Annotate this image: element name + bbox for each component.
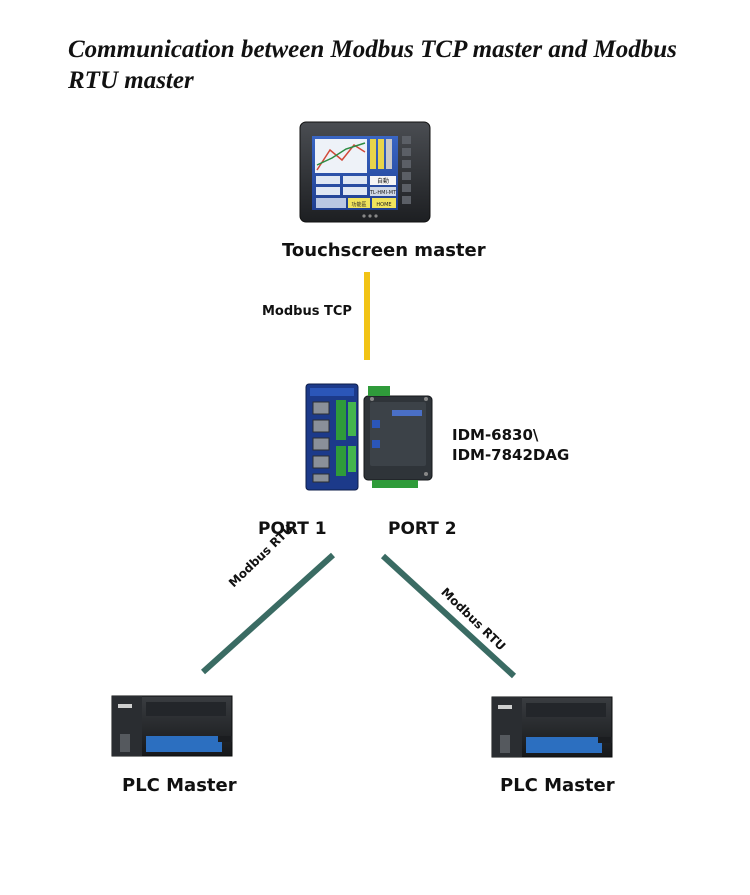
converter-model-line2: IDM-7842DAG	[452, 446, 570, 464]
touchscreen-hmi	[299, 121, 431, 223]
modbus-rtu-link-left	[200, 552, 336, 675]
hmi-button-4: HOME	[376, 202, 391, 208]
plc-device-left	[111, 695, 233, 757]
converter-device	[305, 383, 433, 491]
modbus-tcp-label: Modbus TCP	[262, 304, 352, 319]
modbus-rtu-link-right	[380, 553, 517, 679]
hmi-button-3: 功能區	[351, 201, 366, 208]
converter-model-line1: IDM-6830\	[452, 426, 539, 444]
hmi-button-2: TL-HMI-MT	[369, 190, 397, 196]
plc-master-label-right: PLC Master	[500, 775, 615, 796]
diagram-title: Communication between Modbus TCP master …	[68, 36, 677, 94]
plc-device-right	[491, 696, 613, 758]
hmi-button-1: 自動	[377, 177, 389, 185]
touchscreen-label: Touchscreen master	[282, 240, 486, 261]
port-1-label: PORT 1	[258, 519, 327, 539]
port-2-label: PORT 2	[388, 519, 457, 539]
plc-master-label-left: PLC Master	[122, 775, 237, 796]
